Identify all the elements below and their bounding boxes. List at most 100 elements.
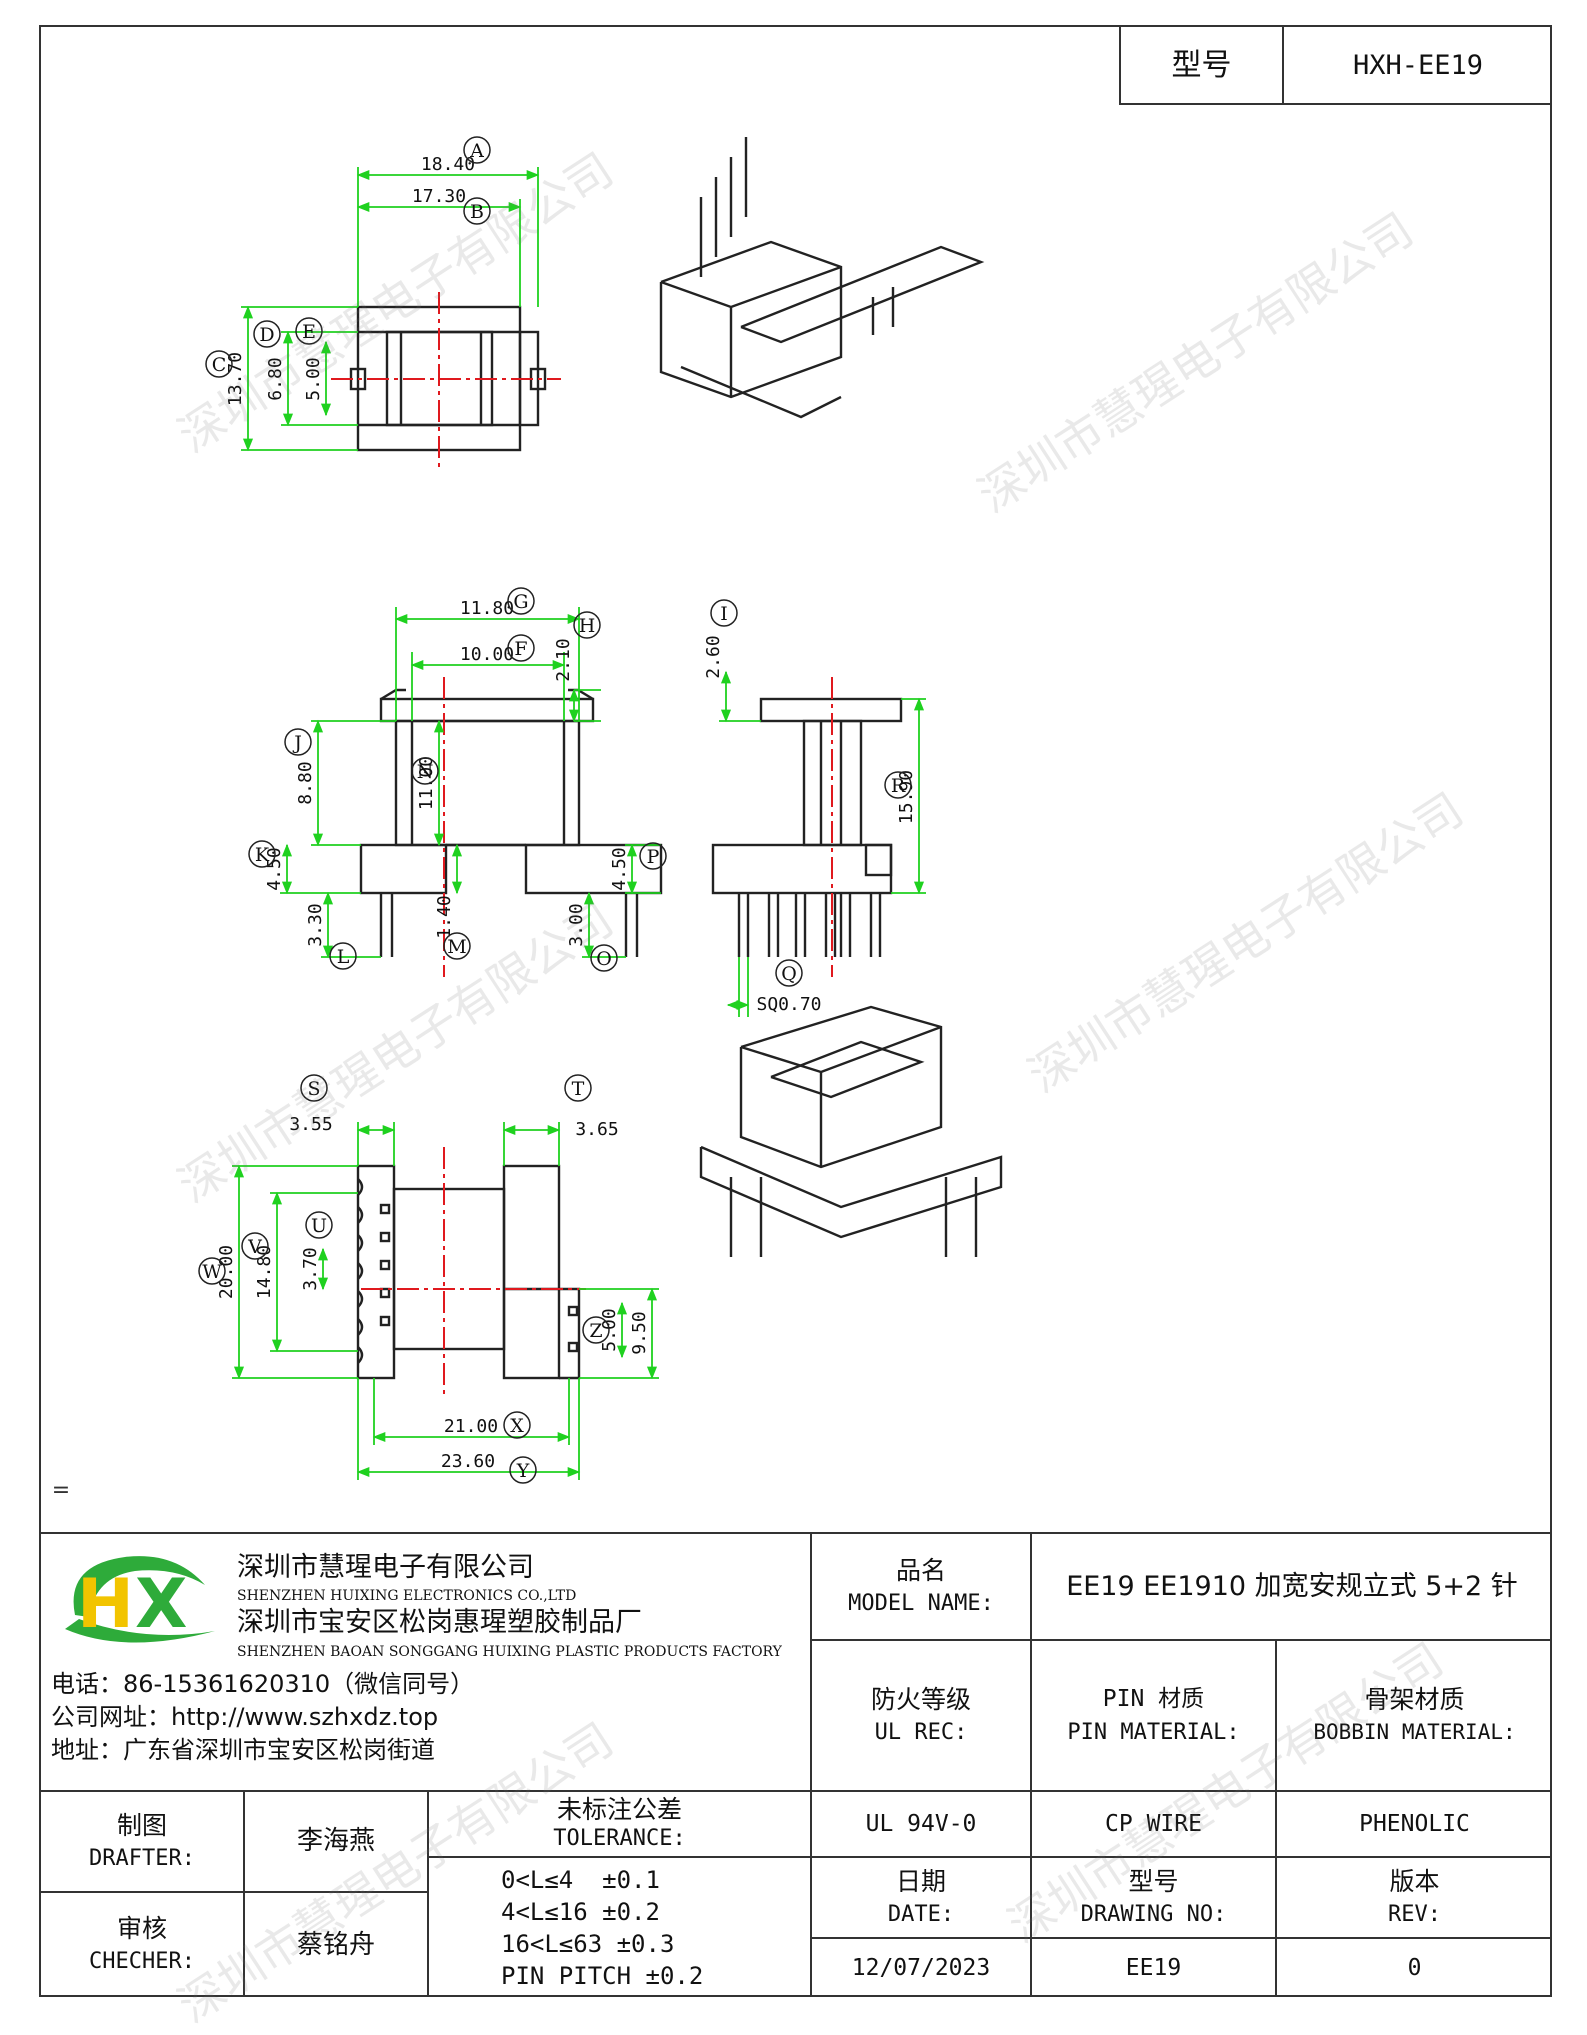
drawing-no-en: DRAWING NO: [1080,1901,1227,1927]
callout-circle-S [300,1074,328,1102]
checker-name: 蔡铭舟 [296,1929,375,1960]
callout-circle-R [884,771,912,799]
dimension-value-A: 18.40 [421,154,475,175]
callout-label-G: G [513,591,528,613]
factory-name-cn: 深圳市宝安区松岗惠瑆塑胶制品厂 [237,1606,642,1638]
bottom-view-pin-hole [379,1287,391,1299]
ul-rec-cn: 防火等级 [870,1684,971,1714]
bottom-view-pin-hole [379,1315,391,1327]
company-website[interactable]: 公司网址：http://www.szhxdz.top [51,1702,439,1731]
date-label: 日期 DATE: [812,1858,1030,1937]
dimension-value-T: 3.65 [575,1119,618,1140]
callout-circle-C [205,350,233,378]
company-name-en: SHENZHEN HUIXING ELECTRONICS CO.,LTD [237,1587,577,1604]
dimension-value-Q: SQ0.70 [756,994,821,1015]
pin-material-value: CP WIRE [1105,1810,1202,1837]
dimension-value-J: 8.80 [295,761,316,804]
dimension-value-K: 4.50 [264,847,285,890]
dimension-value-I: 2.60 [703,635,724,678]
date-value: 12/07/2023 [851,1954,991,1981]
checker-cn: 审核 [116,1914,167,1943]
dimension-value-M: 1.40 [434,895,455,938]
dimension-value-B: 17.30 [412,186,466,207]
pin-material-en: PIN MATERIAL: [1067,1719,1240,1745]
callout-circle-L [329,942,357,970]
callout-circle-B [463,197,491,225]
rev-en: REV: [1388,1901,1441,1927]
rev-value: 0 [1407,1954,1422,1981]
callout-circle-K [248,840,276,868]
callout-label-S: S [307,1078,320,1100]
callout-circle-I [710,599,738,627]
date-en: DATE: [887,1901,955,1927]
rev-label: 版本 REV: [1277,1858,1552,1937]
callout-circle-N [411,757,439,785]
callout-circle-G [507,587,535,615]
drafter-en: DRAFTER: [89,1845,195,1871]
model-name-value: EE19 EE1910 加宽安规立式 5+2 针 [1066,1571,1518,1602]
bobbin-material-label: 骨架材质 BOBBIN MATERIAL: [1277,1641,1552,1790]
svg-text:X: X [135,1565,187,1644]
drafter-name: 李海燕 [296,1826,375,1856]
callout-circle-J [284,728,312,756]
header-model-value: HXH-EE19 [1352,49,1484,81]
logo-letters: H [77,1565,134,1644]
dimension-value-U: 3.70 [300,1247,321,1290]
dimension-value-D: 6.80 [265,357,286,400]
header-model-label: 型号 [1171,47,1232,83]
callout-label-W: W [202,1261,222,1283]
factory-name-en: SHENZHEN BAOAN SONGGANG HUIXING PLASTIC … [237,1643,782,1660]
model-name-cn: 品名 [895,1555,946,1585]
pin-material-cn: PIN 材质 [1102,1685,1205,1712]
callout-circle-X [503,1411,531,1439]
callout-label-A: A [469,140,484,162]
iso-view-base [699,1145,1003,1239]
dimension-value-N: 11.00 [416,756,437,810]
dimension-value-W: 20.00 [216,1245,237,1299]
callout-label-J: J [292,732,302,754]
callout-circle-P [639,842,667,870]
dimension-value-L: 3.30 [305,903,326,946]
callout-label-B: B [470,201,484,223]
dimension-value-F: 10.00 [460,644,514,665]
checker-en: CHECHER: [89,1949,195,1974]
callout-circle-Q [775,959,803,987]
ul-rec-label: 防火等级 UL REC: [812,1641,1030,1790]
bobbin-material-value: PHENOLIC [1359,1810,1470,1837]
tolerance-line-4: PIN PITCH ±0.2 [501,1962,704,1990]
callout-circle-E [295,317,323,345]
dimension-value-Y: 23.60 [441,1451,495,1472]
callout-label-H: H [579,615,596,637]
callout-label-I: I [720,603,728,625]
callout-label-Y: Y [516,1460,530,1482]
bottom-view-left-flange [356,1164,396,1380]
drafter-cn: 制图 [116,1810,167,1840]
callout-label-R: R [891,775,906,797]
bottom-view-right-wall [502,1164,561,1380]
tolerance-list: 0<L≤4 ±0.1 4<L≤16 ±0.2 16<L≤63 ±0.3 PIN … [429,1863,810,1993]
tolerance-en: TOLERANCE: [553,1826,686,1851]
checker-label: 审核 CHECHER: [41,1893,243,1997]
callout-circle-D [253,320,281,348]
company-address: 地址：广东省深圳市宝安区松岗街道 [51,1735,435,1764]
dimension-value-C: 13.70 [225,352,246,406]
callout-label-E: E [302,321,316,343]
callout-label-T: T [572,1078,585,1100]
callout-label-L: L [337,946,350,968]
tolerance-label: 未标注公差 TOLERANCE: [429,1792,810,1856]
bottom-view-core [392,1187,506,1351]
callout-label-F: F [514,638,527,660]
callout-label-M: M [447,936,466,958]
dimension-value-H: 2.10 [553,638,574,681]
dimension-value-Z2: 9.50 [629,1311,650,1354]
bottom-view-pin-hole [379,1203,391,1215]
company-logo: H X [65,1556,215,1644]
callout-label-C: C [212,354,227,376]
dimension-value-G: 11.80 [460,598,514,619]
callout-circle-F [507,634,535,662]
tolerance-line-1: 0<L≤4 ±0.1 [501,1866,660,1894]
dimension-value-S: 3.55 [289,1114,332,1135]
callout-label-N: N [417,761,434,783]
bottom-view-pin-hole [379,1231,391,1243]
